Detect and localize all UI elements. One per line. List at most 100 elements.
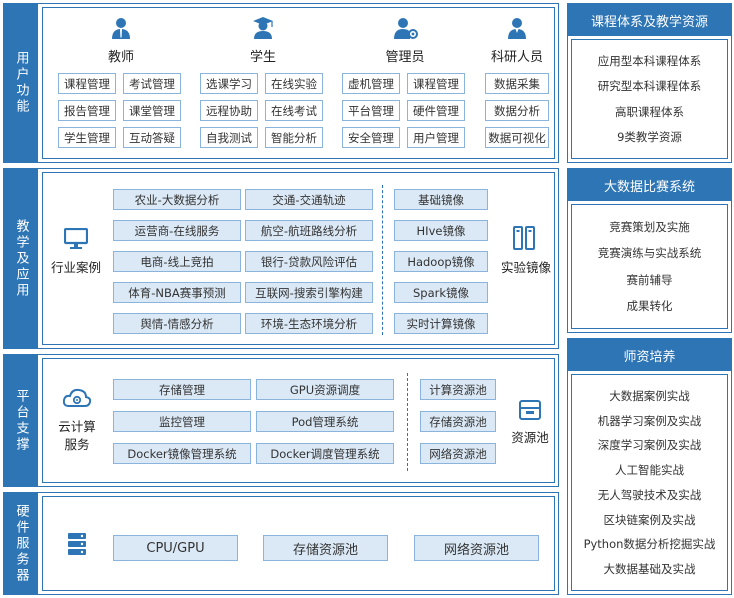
server-icon bbox=[65, 531, 89, 557]
side-item: Python数据分析挖掘实战 bbox=[583, 537, 716, 552]
side-item: 成果转化 bbox=[626, 298, 673, 313]
role-item: 平台管理 bbox=[342, 100, 400, 121]
hardware-section: 硬件服务器 CPU/GPU 存储资源池 网络资源池 bbox=[3, 492, 559, 595]
image-item: Spark镜像 bbox=[394, 282, 488, 303]
user-functions-section: 用户功能 教师 课程管理 考试管理 报告管理 课堂管理 学生管理 互动答疑 学生… bbox=[3, 3, 559, 163]
case-item: 银行-贷款风险评估 bbox=[245, 251, 373, 272]
case-item: 环境-生态环境分析 bbox=[245, 313, 373, 334]
side-item: 大数据基础及实战 bbox=[603, 562, 696, 577]
role-title-admin: 管理员 bbox=[385, 50, 425, 65]
student-icon bbox=[250, 16, 276, 40]
side-panel-competition: 大数据比赛系统 竞赛策划及实施 竞赛演练与实战系统 赛前辅导 成果转化 bbox=[567, 168, 732, 333]
side-item: 9类教学资源 bbox=[617, 129, 682, 144]
side-title-competition: 大数据比赛系统 bbox=[568, 169, 731, 201]
divider bbox=[407, 373, 408, 471]
role-item: 互动答疑 bbox=[123, 127, 181, 148]
side-item: 研究型本科课程体系 bbox=[597, 79, 702, 94]
side-title-courses: 课程体系及教学资源 bbox=[568, 4, 731, 36]
case-item: 航空-航班路线分析 bbox=[245, 220, 373, 241]
role-item: 自我测试 bbox=[200, 127, 258, 148]
side-item: 应用型本科课程体系 bbox=[597, 54, 702, 69]
role-item: 报告管理 bbox=[58, 100, 116, 121]
role-title-student: 学生 bbox=[249, 50, 276, 65]
role-item: 数据采集 bbox=[485, 73, 549, 94]
service-item: Docker调度管理系统 bbox=[256, 443, 394, 464]
teacher-icon bbox=[109, 16, 133, 40]
hardware-item: 存储资源池 bbox=[263, 535, 388, 561]
lab-images-label: 实验镜像 bbox=[500, 260, 551, 275]
section-label-platform: 平台支撑 bbox=[4, 355, 38, 486]
side-item: 竞赛演练与实战系统 bbox=[597, 246, 702, 261]
case-item: 运营商-在线服务 bbox=[113, 220, 241, 241]
side-panel-courses: 课程体系及教学资源 应用型本科课程体系 研究型本科课程体系 高职课程体系 9类教… bbox=[567, 3, 732, 163]
role-item: 数据可视化 bbox=[485, 127, 549, 148]
side-item: 区块链案例及实战 bbox=[603, 512, 696, 527]
role-item: 在线实验 bbox=[265, 73, 323, 94]
role-item: 选课学习 bbox=[200, 73, 258, 94]
side-item: 竞赛策划及实施 bbox=[609, 220, 690, 235]
pool-item: 计算资源池 bbox=[420, 379, 496, 400]
side-item: 深度学习案例及实战 bbox=[597, 438, 702, 453]
service-item: GPU资源调度 bbox=[256, 379, 394, 400]
service-item: Docker镜像管理系统 bbox=[113, 443, 251, 464]
platform-panel: 云计算 服务 存储管理 GPU资源调度 监控管理 Pod管理系统 Docker镜… bbox=[42, 358, 555, 483]
pool-item: 网络资源池 bbox=[420, 443, 496, 464]
role-item: 智能分析 bbox=[265, 127, 323, 148]
side-item: 高职课程体系 bbox=[615, 104, 684, 119]
cloud-service-label-1: 云计算 bbox=[58, 419, 96, 434]
role-item: 课程管理 bbox=[407, 73, 465, 94]
monitor-icon bbox=[63, 227, 89, 251]
hardware-panel: CPU/GPU 存储资源池 网络资源池 bbox=[42, 496, 555, 591]
cloud-service-label-2: 服务 bbox=[64, 437, 90, 452]
case-item: 交通-交通轨迹 bbox=[245, 189, 373, 210]
teaching-section: 教学及应用 行业案例 农业-大数据分析 交通-交通轨迹 运营商-在线服务 航空-… bbox=[3, 168, 559, 349]
image-item: HIve镜像 bbox=[394, 220, 488, 241]
role-item: 课程管理 bbox=[58, 73, 116, 94]
role-item: 考试管理 bbox=[123, 73, 181, 94]
database-icon bbox=[518, 399, 542, 421]
pool-item: 存储资源池 bbox=[420, 411, 496, 432]
service-item: 存储管理 bbox=[113, 379, 251, 400]
side-item: 无人驾驶技术及实战 bbox=[597, 487, 702, 502]
hardware-item: 网络资源池 bbox=[414, 535, 539, 561]
cloud-gear-icon bbox=[63, 387, 91, 409]
case-item: 互联网-搜索引擎构建 bbox=[245, 282, 373, 303]
side-item: 人工智能实战 bbox=[615, 463, 684, 478]
case-item: 农业-大数据分析 bbox=[113, 189, 241, 210]
section-label-hardware: 硬件服务器 bbox=[4, 493, 38, 594]
service-item: 监控管理 bbox=[113, 411, 251, 432]
case-item: 电商-线上竞拍 bbox=[113, 251, 241, 272]
side-item: 赛前辅导 bbox=[626, 272, 673, 287]
case-item: 舆情-情感分析 bbox=[113, 313, 241, 334]
role-item: 用户管理 bbox=[407, 127, 465, 148]
teaching-panel: 行业案例 农业-大数据分析 交通-交通轨迹 运营商-在线服务 航空-航班路线分析… bbox=[42, 172, 555, 345]
side-panel-teachers: 师资培养 大数据案例实战 机器学习案例及实战 深度学习案例及实战 人工智能实战 … bbox=[567, 338, 732, 595]
role-item: 在线考试 bbox=[265, 100, 323, 121]
role-item: 远程协助 bbox=[200, 100, 258, 121]
case-item: 体育-NBA赛事预测 bbox=[113, 282, 241, 303]
hardware-item: CPU/GPU bbox=[113, 535, 238, 561]
role-title-researcher: 科研人员 bbox=[490, 50, 543, 65]
section-label-teaching: 教学及应用 bbox=[4, 169, 38, 348]
side-list-courses: 应用型本科课程体系 研究型本科课程体系 高职课程体系 9类教学资源 bbox=[571, 39, 728, 159]
divider bbox=[382, 185, 383, 335]
role-item: 数据分析 bbox=[485, 100, 549, 121]
researcher-icon bbox=[505, 16, 529, 40]
side-item: 机器学习案例及实战 bbox=[597, 413, 702, 428]
side-title-teachers: 师资培养 bbox=[568, 339, 731, 371]
section-label-user: 用户功能 bbox=[4, 4, 38, 162]
role-item: 虚机管理 bbox=[342, 73, 400, 94]
role-item: 学生管理 bbox=[58, 127, 116, 148]
role-item: 安全管理 bbox=[342, 127, 400, 148]
image-item: 实时计算镜像 bbox=[394, 313, 488, 334]
resource-pool-label: 资源池 bbox=[511, 430, 549, 445]
side-list-competition: 竞赛策划及实施 竞赛演练与实战系统 赛前辅导 成果转化 bbox=[571, 204, 728, 329]
image-item: 基础镜像 bbox=[394, 189, 488, 210]
service-item: Pod管理系统 bbox=[256, 411, 394, 432]
platform-section: 平台支撑 云计算 服务 存储管理 GPU资源调度 监控管理 Pod管理系统 Do… bbox=[3, 354, 559, 487]
role-item: 课堂管理 bbox=[123, 100, 181, 121]
role-item: 硬件管理 bbox=[407, 100, 465, 121]
server-rack-icon bbox=[511, 225, 537, 251]
admin-icon bbox=[393, 16, 419, 40]
industry-cases-label: 行业案例 bbox=[50, 260, 101, 275]
